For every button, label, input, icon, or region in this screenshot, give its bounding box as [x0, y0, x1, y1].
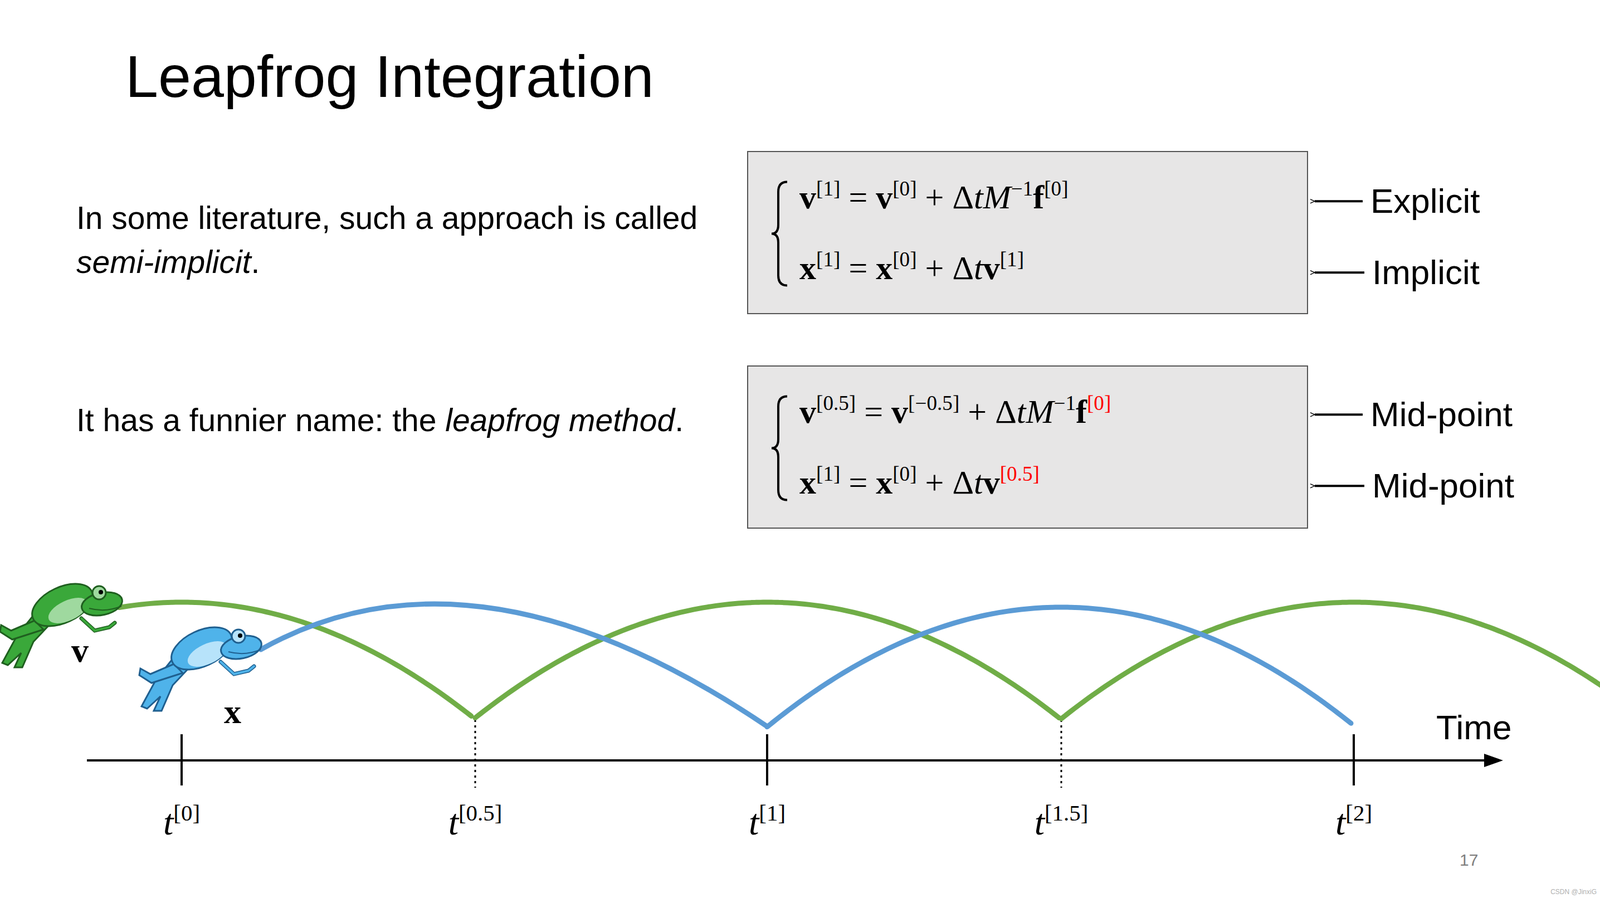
slide-title: Leapfrog Integration	[125, 41, 655, 112]
brace-path	[771, 396, 788, 501]
frog-arm	[220, 661, 255, 675]
jump-arc	[260, 603, 768, 727]
frog	[0, 574, 125, 668]
time-label: t[0]	[163, 800, 200, 845]
variable-label: v	[71, 627, 89, 673]
tick	[766, 734, 769, 786]
frog-eye	[231, 629, 246, 643]
tick	[180, 734, 183, 786]
jump-arc	[119, 602, 472, 716]
timeline	[86, 602, 1600, 788]
frog-mouth	[89, 606, 122, 611]
time-label: t[2]	[1335, 800, 1373, 845]
frog	[139, 618, 264, 711]
equation-box: v[1] = v[0] + ΔtM−1f[0] x[1] = x[0] + Δtv…	[747, 150, 1309, 315]
half-tick	[1060, 719, 1063, 788]
note-text: It has a funnier name: the leapfrog meth…	[76, 398, 734, 443]
brace-path	[771, 182, 788, 286]
equation: v[1] = v[0] + ΔtM−1f[0]	[799, 176, 1307, 219]
time-label: t[1]	[748, 800, 786, 845]
frog-eye	[92, 586, 106, 600]
jump-arc	[767, 607, 1351, 728]
annotation: Explicit	[1370, 178, 1480, 224]
tick	[1352, 734, 1355, 786]
axis-label: Time	[1436, 705, 1512, 751]
jump-arc	[1061, 602, 1600, 719]
equation-box: v[0.5] = v[−0.5] + ΔtM−1f[0] x[1] = x[0] …	[747, 365, 1309, 529]
note-text: In some literature, such a approach is c…	[76, 196, 734, 284]
frog-head	[218, 632, 265, 663]
leader-arrow	[1314, 413, 1363, 416]
page-number: 17	[1459, 850, 1478, 871]
variable-label: x	[223, 689, 242, 735]
frog-arm	[220, 661, 255, 675]
annotation: Mid-point	[1372, 463, 1515, 509]
time-axis	[86, 759, 1489, 762]
equation: x[1] = x[0] + Δtv[1]	[799, 247, 1307, 290]
frog-arm	[81, 618, 115, 631]
brace	[748, 152, 1310, 316]
frog-mouth	[228, 649, 261, 654]
leader-arrow	[1314, 200, 1363, 203]
equation: x[1] = x[0] + Δtv[0.5]	[799, 461, 1307, 504]
frog-arm	[81, 618, 115, 631]
half-tick	[474, 719, 477, 788]
leader-arrow	[1314, 271, 1365, 274]
annotation: Mid-point	[1370, 392, 1513, 438]
annotation: Implicit	[1372, 250, 1480, 296]
frog-head	[79, 588, 125, 620]
leader-arrow	[1314, 484, 1365, 487]
equation: v[0.5] = v[−0.5] + ΔtM−1f[0]	[799, 391, 1307, 433]
time-label: t[1.5]	[1034, 800, 1089, 845]
axis-arrowhead	[1484, 753, 1504, 768]
frog-pupil	[237, 633, 243, 638]
brace	[748, 366, 1310, 530]
time-label: t[0.5]	[448, 800, 503, 845]
frog-pupil	[98, 589, 104, 595]
watermark: CSDN @JinxiG	[1550, 888, 1597, 896]
